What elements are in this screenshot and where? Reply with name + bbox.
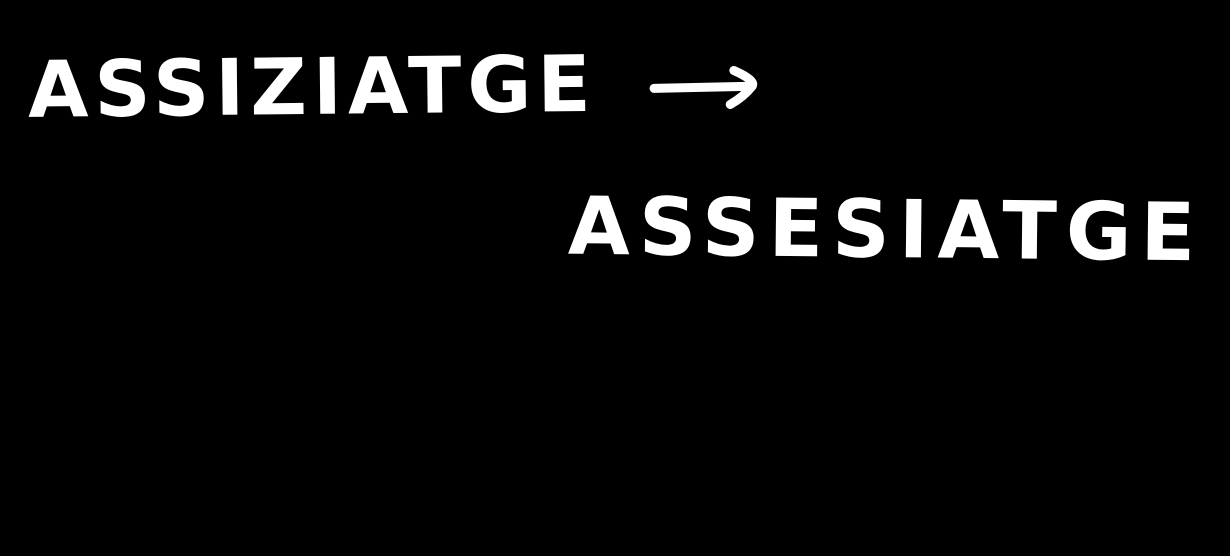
handwritten-line-1: ASSIZIATGE	[28, 40, 769, 136]
right-arrow-icon	[649, 65, 757, 109]
word-assesiatge: ASSESIATGE	[567, 179, 1205, 280]
word-assiziatge: ASSIZIATGE	[27, 39, 598, 136]
handwritten-line-2: ASSESIATGE	[568, 180, 1205, 280]
